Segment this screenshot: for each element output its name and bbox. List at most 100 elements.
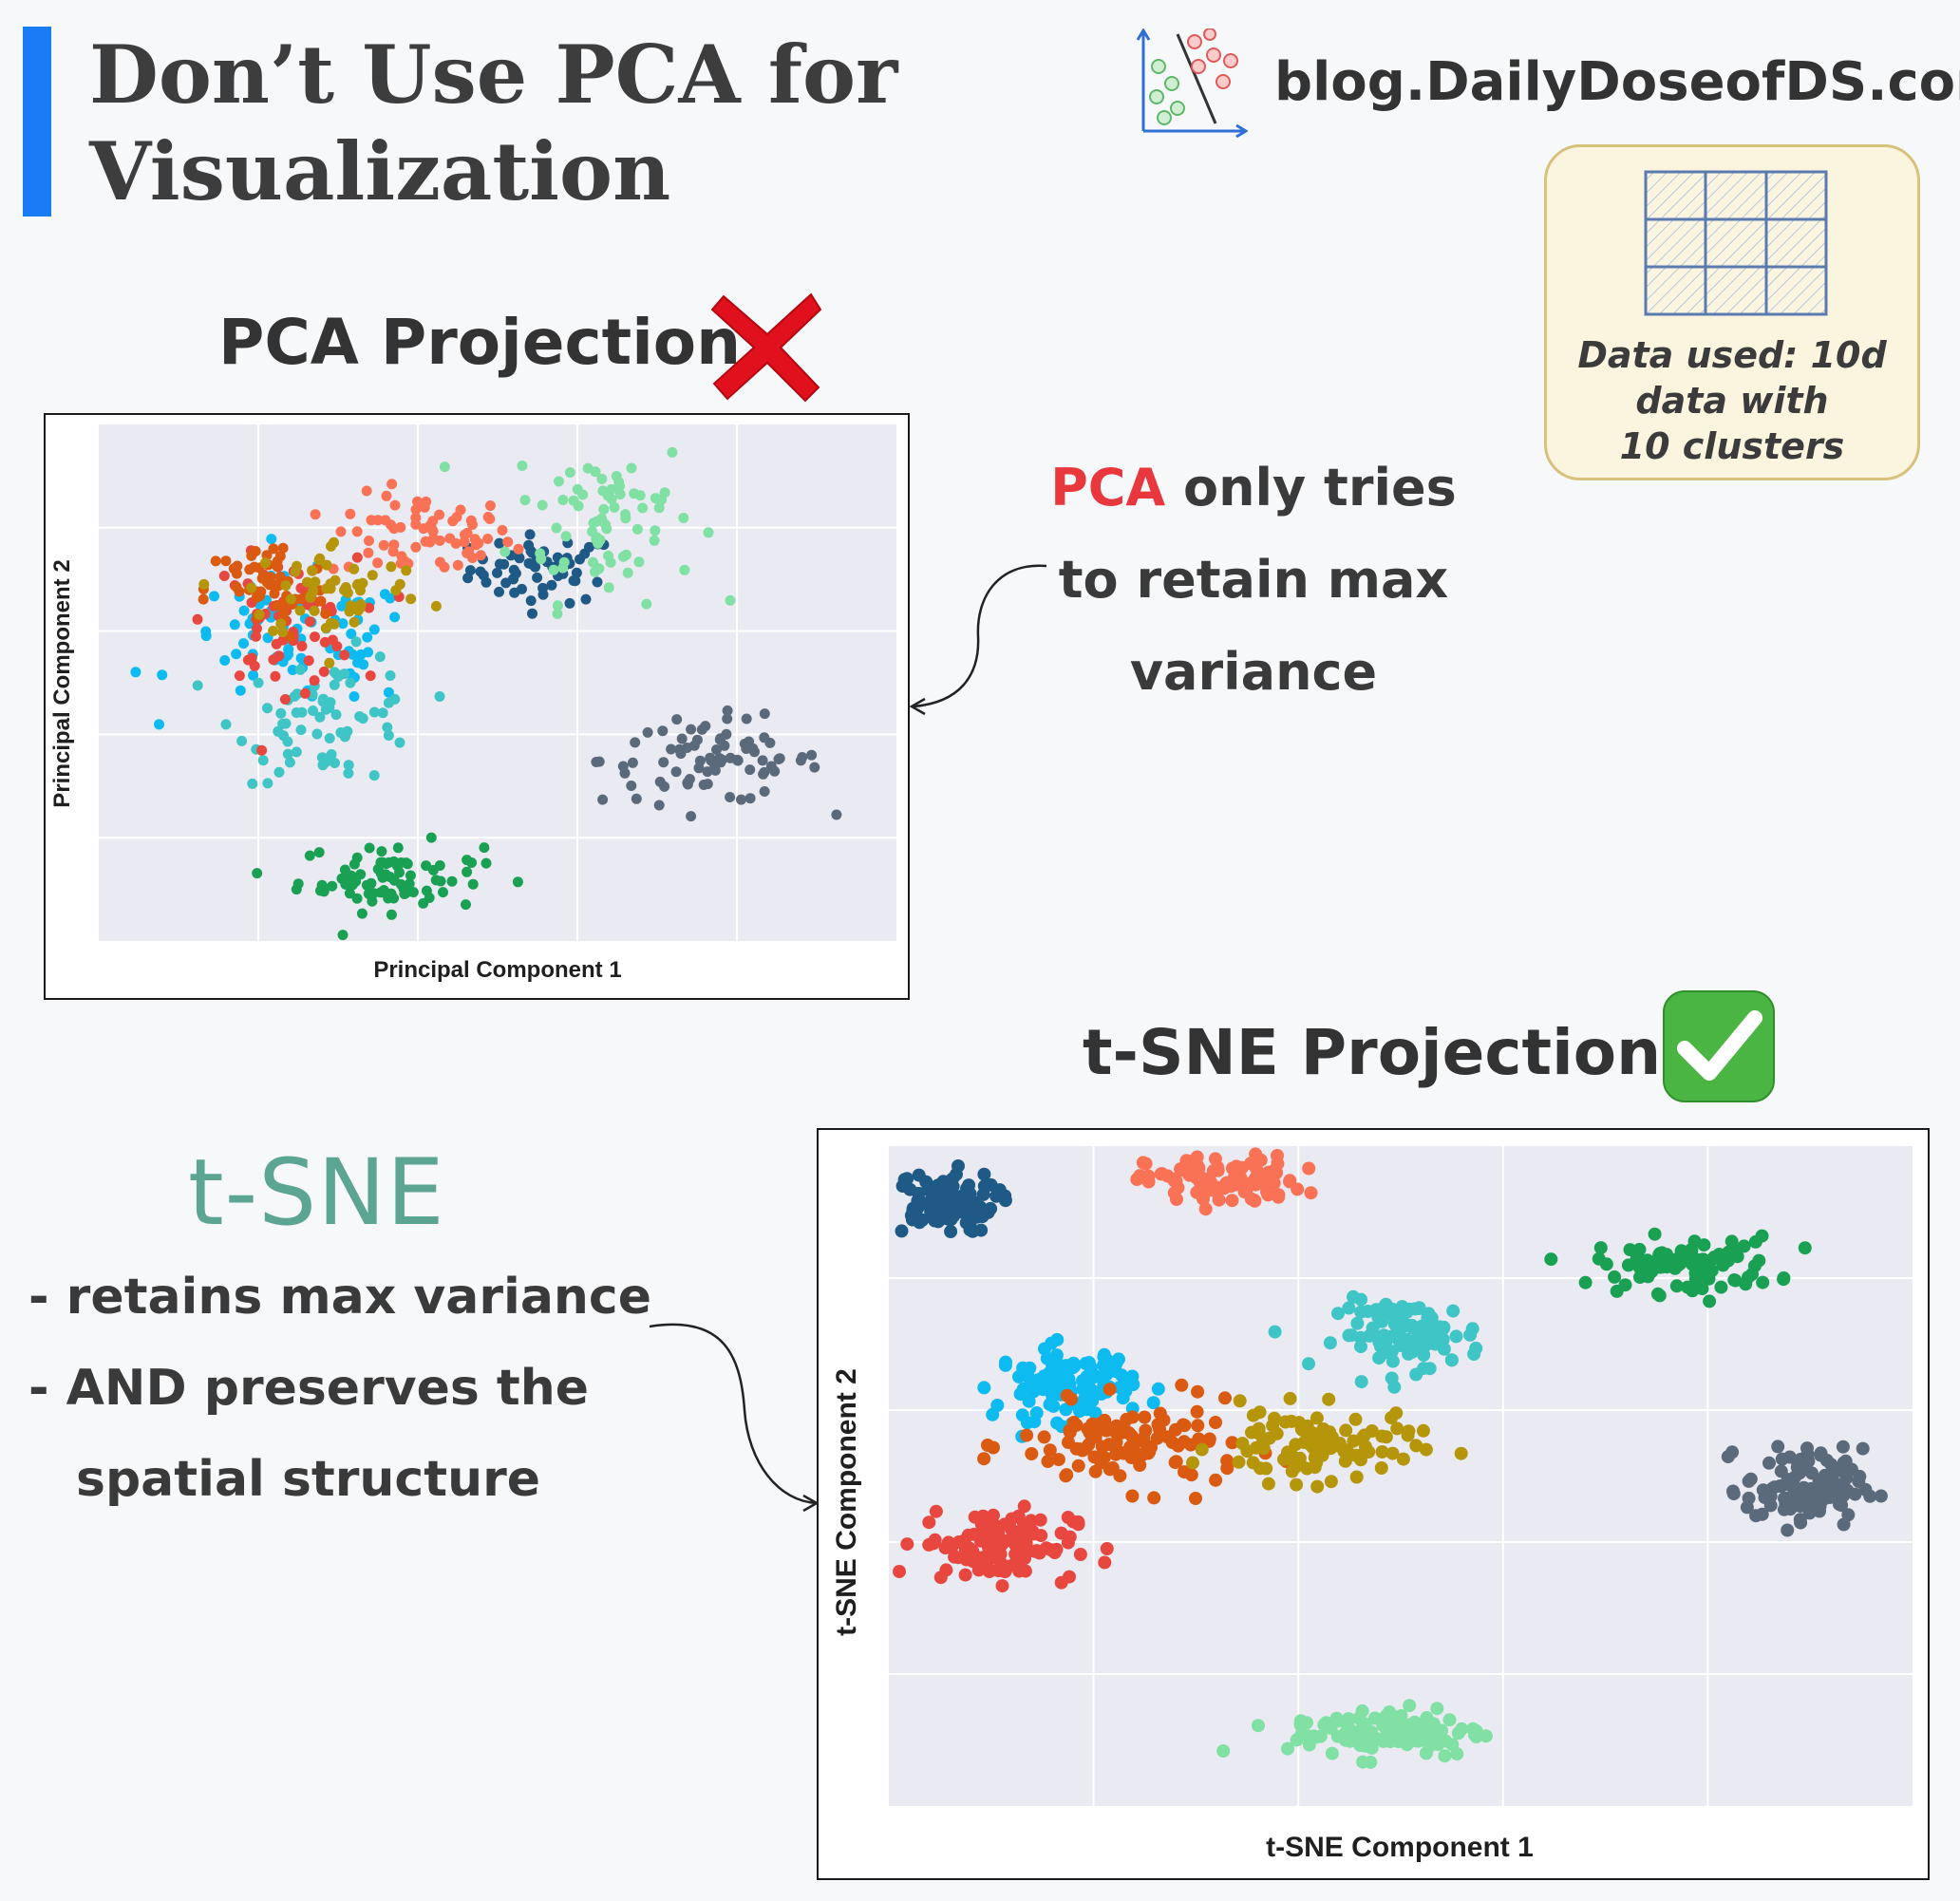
pca-point [220, 719, 232, 730]
tsne-point [1578, 1275, 1592, 1289]
tsne-point [1403, 1699, 1417, 1713]
pca-point [418, 523, 429, 535]
pca-point [412, 496, 423, 507]
tsne-point [1401, 1729, 1415, 1743]
tsne-point [1071, 1459, 1085, 1473]
tsne-note-arrow-icon [649, 1323, 820, 1513]
pca-point [314, 711, 326, 723]
pca-point [366, 877, 377, 889]
pca-point [678, 513, 689, 523]
tsne-point [1386, 1309, 1401, 1323]
pca-point [335, 526, 347, 537]
pca-point [372, 557, 384, 569]
blog-url[interactable]: blog.DailyDoseofDS.com [1274, 51, 1960, 113]
pca-note: PCA only tries to retain max variance [1045, 442, 1462, 718]
tsne-point [1422, 1307, 1436, 1321]
pca-point [386, 909, 397, 920]
pca-point [294, 605, 306, 616]
tsne-point [1281, 1741, 1294, 1756]
pca-point [345, 677, 356, 688]
pca-point [694, 755, 706, 766]
pca-point [364, 602, 375, 613]
pca-point [377, 707, 388, 719]
pca-point [537, 499, 548, 511]
tsne-point [1714, 1280, 1728, 1294]
pca-point [260, 557, 271, 569]
pca-point [299, 687, 311, 699]
pca-point [626, 781, 637, 791]
tsne-point [963, 1223, 977, 1237]
pca-point [494, 586, 504, 597]
pca-point [326, 749, 337, 760]
pca-point [676, 733, 688, 744]
tsne-point [1018, 1552, 1032, 1565]
pca-point [238, 605, 250, 616]
pca-point [283, 649, 294, 660]
tsne-point [977, 1167, 991, 1181]
tsne-point [1466, 1722, 1480, 1736]
tsne-point [1138, 1410, 1152, 1424]
pca-point [368, 770, 380, 781]
pca-point [427, 516, 439, 527]
pca-point [218, 571, 230, 581]
pca-point [308, 706, 319, 716]
pca-point [270, 579, 281, 591]
tsne-point [999, 1355, 1012, 1369]
pca-note-highlight: PCA [1050, 458, 1166, 518]
tsne-point [1195, 1442, 1209, 1457]
tsne-point [1402, 1346, 1416, 1361]
pca-point [277, 627, 289, 638]
tsne-point [1798, 1241, 1812, 1255]
pca-point [246, 582, 257, 593]
pca-point [494, 558, 505, 570]
pca-point [499, 546, 511, 557]
pca-point [256, 744, 268, 756]
pca-point [769, 765, 781, 777]
pca-point [525, 545, 537, 556]
tsne-point [1060, 1388, 1074, 1402]
pca-point [764, 737, 776, 748]
tsne-point [1066, 1356, 1081, 1370]
pca-point [523, 557, 535, 569]
pca-point [482, 512, 494, 522]
tsne-point [1142, 1445, 1157, 1459]
tsne-point [1147, 1491, 1161, 1505]
tsne-point [1136, 1156, 1150, 1170]
tsne-point [1197, 1176, 1212, 1191]
pca-point [446, 875, 458, 887]
tsne-point [1775, 1452, 1789, 1466]
tsne-point [926, 1189, 940, 1203]
tsne-point [990, 1399, 1005, 1412]
tsne-point [1339, 1423, 1353, 1438]
pca-point [497, 524, 508, 536]
tsne-point [1423, 1740, 1437, 1753]
pca-point [362, 631, 373, 643]
tsne-point [958, 1568, 972, 1582]
tsne-point [1169, 1455, 1183, 1469]
tsne-point [1690, 1252, 1705, 1267]
pca-point [329, 679, 340, 690]
tsne-point [1191, 1163, 1205, 1177]
pca-point [508, 564, 519, 575]
tsne-point [998, 1189, 1012, 1203]
pca-point [364, 536, 374, 546]
pca-point [291, 707, 302, 718]
pca-point [462, 527, 473, 538]
pca-point [389, 693, 401, 705]
pca-cluster-4 [591, 705, 842, 822]
pca-point [620, 549, 631, 560]
tsne-point [1374, 1461, 1388, 1475]
pca-point [613, 477, 625, 488]
tsne-point [1283, 1391, 1297, 1405]
tsne-point [1137, 1431, 1151, 1445]
tsne-cluster-6 [1186, 1391, 1468, 1494]
tsne-y-axis-label: t-SNE Component 2 [831, 1368, 862, 1636]
tsne-point [1302, 1357, 1315, 1371]
pca-point [342, 587, 353, 598]
pca-point [525, 595, 537, 607]
tsne-point [1856, 1441, 1870, 1456]
pca-point [435, 556, 445, 568]
pca-point [806, 749, 818, 761]
tsne-point [1025, 1447, 1039, 1460]
tsne-point [1220, 1461, 1234, 1476]
